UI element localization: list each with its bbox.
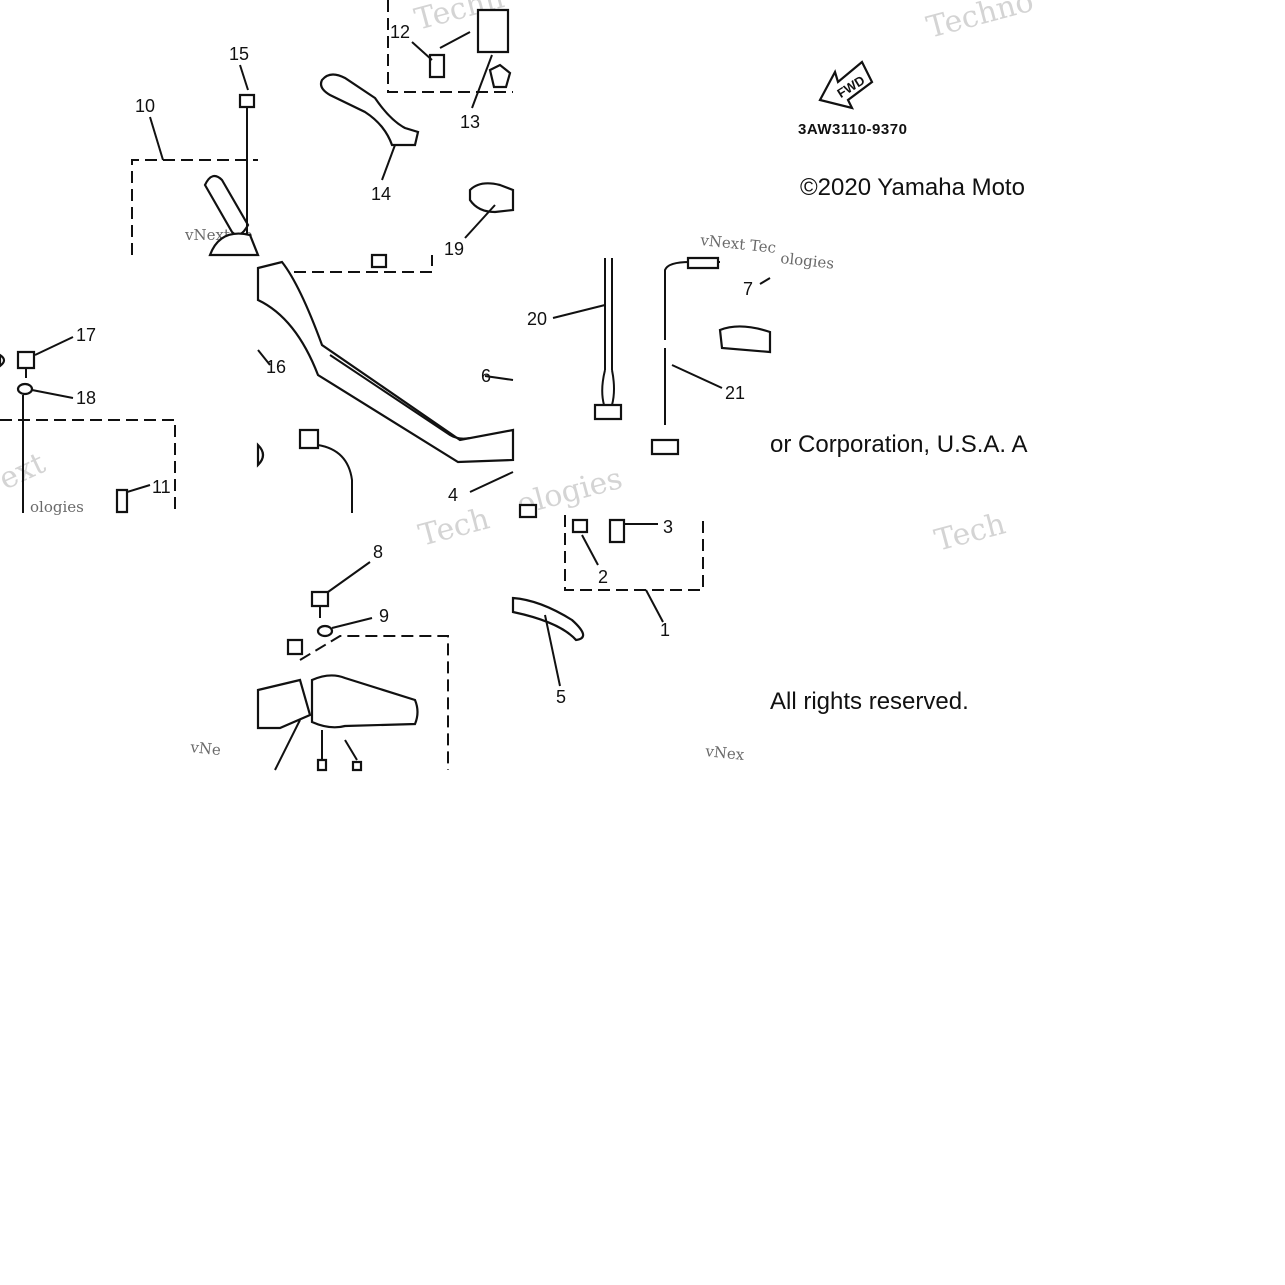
callout-1: 1 [660, 620, 670, 640]
callout-7: 7 [743, 279, 753, 299]
part-group-12-14 [258, 0, 515, 273]
part-group-8-9-grip [256, 561, 449, 772]
callout-5: 5 [556, 687, 566, 707]
svg-text:ologies: ologies [780, 249, 835, 273]
callout-8: 8 [373, 542, 383, 562]
copyright-line-2: or Corporation, U.S.A. A [770, 431, 1027, 458]
copyright-line-1: ©2020 Yamaha Moto [800, 174, 1025, 201]
svg-text:vNe: vNe [189, 738, 222, 759]
part-code: 3AW3110-9370 [798, 121, 907, 138]
callout-4: 4 [448, 485, 458, 505]
svg-text:ologies: ologies [30, 498, 84, 516]
part-group-17-18-11 [0, 336, 176, 514]
copyright-line-3: All rights reserved. [770, 688, 969, 715]
svg-text:vNex: vNex [704, 742, 746, 764]
svg-text:Tech: Tech [415, 501, 493, 553]
callout-9: 9 [379, 606, 389, 626]
callout-11: 11 [152, 477, 171, 497]
callout-13: 13 [460, 112, 480, 132]
callout-21: 21 [725, 383, 745, 403]
callout-6: 6 [481, 366, 491, 386]
callout-16: 16 [266, 357, 286, 377]
svg-text:Tech: Tech [931, 506, 1009, 558]
callout-10: 10 [135, 96, 155, 116]
callout-numbers: 1 2 3 4 5 6 7 8 9 10 11 12 13 14 15 16 1… [76, 22, 753, 707]
callout-3: 3 [663, 517, 673, 537]
wiring-20-21 [552, 256, 772, 456]
callout-20: 20 [527, 309, 547, 329]
callout-18: 18 [76, 388, 96, 408]
callout-2: 2 [598, 567, 608, 587]
svg-text:vNext Tec: vNext Tec [699, 231, 777, 257]
callout-19: 19 [444, 239, 464, 259]
callout-17: 17 [76, 325, 96, 345]
part-group-10 [131, 64, 260, 257]
callout-15: 15 [229, 44, 249, 64]
handlebar [256, 260, 515, 513]
svg-text:ext: ext [0, 446, 51, 497]
callout-14: 14 [371, 184, 391, 204]
part-group-1-2-3-5 [511, 503, 704, 687]
callout-12: 12 [390, 22, 410, 42]
svg-text:Techno: Techno [923, 0, 1037, 46]
watermarks: Techn Techno Tech Tech ologies ext vNext… [0, 0, 1037, 764]
fwd-arrow-icon: FWD [818, 60, 874, 110]
